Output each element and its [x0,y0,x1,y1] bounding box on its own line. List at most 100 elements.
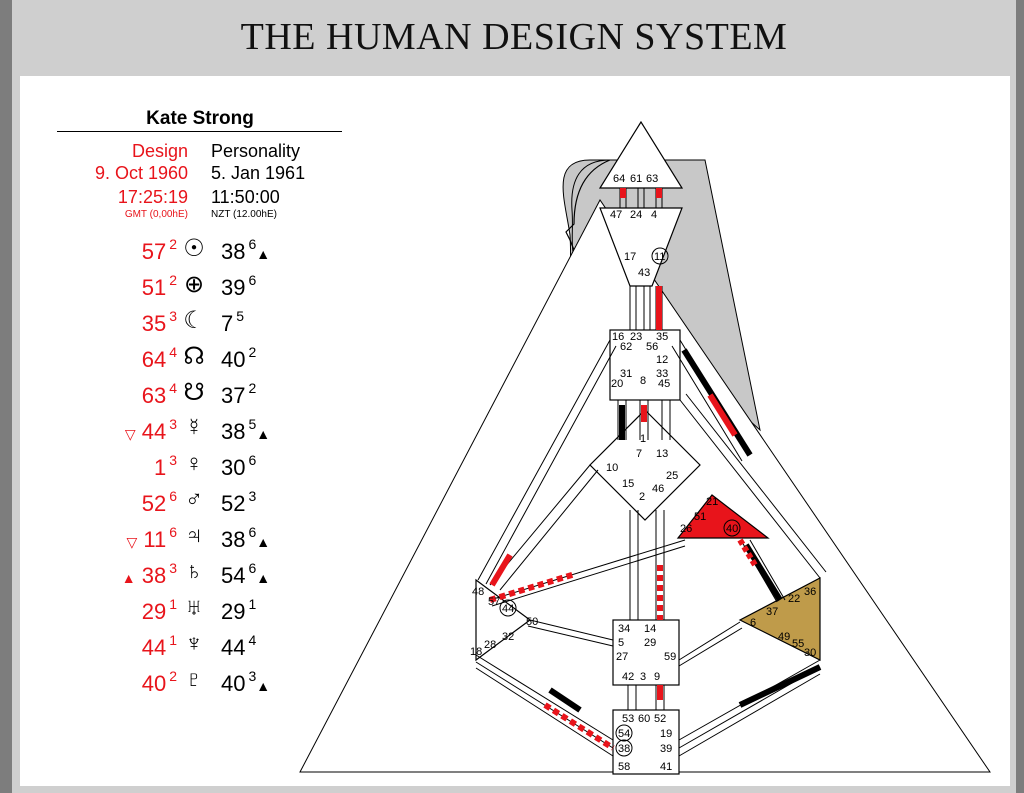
personality-line: 1 [248,596,257,612]
gate-11: 11 [654,251,665,263]
active-38 [548,687,582,713]
gate-17: 17 [624,251,636,263]
personality-line: 6 [248,236,257,252]
north-node-icon: ☊ [183,343,205,370]
gate-6: 6 [750,617,756,629]
gate-64: 64 [613,173,625,185]
personality-line: 2 [248,380,257,396]
gate-38: 38 [618,743,630,755]
spleen-center [475,578,532,662]
ajna-center [599,207,683,287]
design-line: 1 [169,632,177,648]
pluto-icon: ♇ [185,666,203,693]
personality-gate: 30 [221,455,246,480]
gate-54: 54 [618,728,630,740]
active-57 [489,553,513,587]
design-line: 4 [169,344,177,360]
gate-5: 5 [618,637,624,649]
design-line: 4 [169,380,177,396]
design-marker: ▲ [121,570,136,586]
design-marker: ▽ [124,426,136,442]
design-gate: 35 [141,311,167,336]
sun-icon: ☉ [183,235,205,262]
gate-1: 1 [640,433,646,445]
throat-center [609,329,681,401]
design-line: 3 [169,308,177,324]
gate-44: 44 [502,603,514,615]
active-44 [489,571,576,603]
personality-marker: ▲ [256,426,271,442]
design-column: Design 9. Oct 1960 17:25:19 GMT (0,00hE) [60,140,188,222]
personality-column: Personality 5. Jan 1961 11:50:00 NZT (12… [211,140,371,222]
gate-12: 12 [656,354,668,366]
personality-label: Personality [211,141,301,161]
venus-icon: ♀ [185,450,203,477]
gate-28: 28 [484,639,496,651]
gate-40: 40 [726,523,738,535]
channel-throat-spleen [477,339,617,585]
channel-throat-g [617,400,671,440]
personality-gate: 38 [221,239,246,264]
uranus-icon: ♅ [185,594,203,621]
active-35b [707,393,738,437]
gate-34: 34 [618,623,630,635]
channel-spleen-sacral [527,619,614,647]
name-divider [57,131,342,132]
channel-sacral-root [627,685,665,710]
personality-marker: ▲ [256,534,271,550]
personality-line: 3 [248,488,257,504]
gate-51: 51 [694,511,706,523]
gate-62: 62 [620,341,632,353]
gate-23: 23 [630,331,642,343]
personality-line: 6 [248,452,257,468]
ego-center [676,494,770,539]
gate-14: 14 [644,623,656,635]
gate-43: 43 [638,267,650,279]
mercury-icon: ☿ [185,414,203,441]
design-line: 2 [169,272,177,288]
south-node-icon: ☋ [183,379,205,406]
design-gate: 29 [141,599,167,624]
channel-ajna-throat [629,286,663,330]
moon-icon: ☾ [183,307,205,334]
gate-16: 16 [612,331,624,343]
gate-60: 60 [638,713,650,725]
design-gate: 40 [141,671,167,696]
design-date: 9. Oct 1960 [94,163,188,183]
sacral-center [612,619,680,686]
personality-gate: 40 [221,347,246,372]
gate-3: 3 [640,671,646,683]
gate-2: 2 [639,491,645,503]
gate-55: 55 [792,638,804,650]
design-gate: 63 [141,383,167,408]
gate-13: 13 [656,448,668,460]
active-54 [543,702,615,751]
personality-gate: 37 [221,383,246,408]
design-line: 1 [169,596,177,612]
gate-32: 32 [502,631,514,643]
personality-gate: 38 [221,419,246,444]
gate-circle-54 [615,724,633,742]
